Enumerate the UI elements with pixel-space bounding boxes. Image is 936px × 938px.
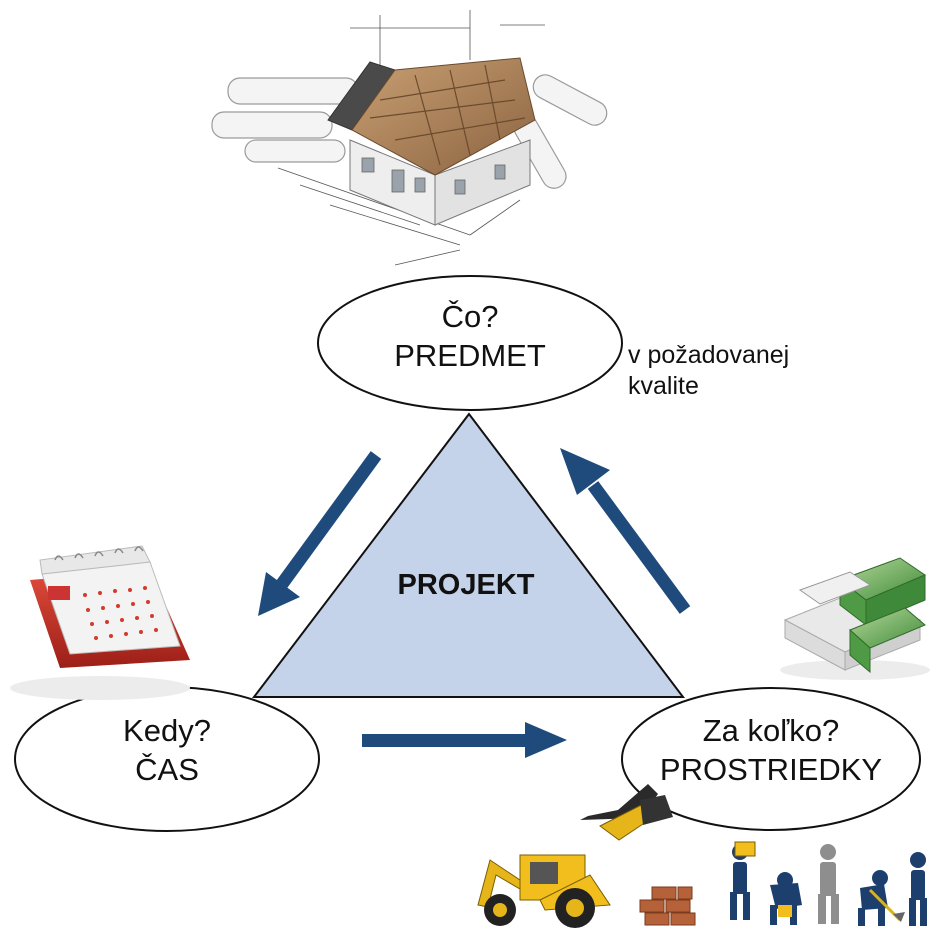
arrow-top-to-left [258, 451, 382, 616]
node-cas-question: Kedy? [123, 713, 211, 748]
node-predmet-ellipse [317, 275, 623, 411]
center-label: PROJEKT [398, 569, 535, 601]
node-cas-label: Kedy? ČAS [15, 712, 319, 790]
node-prostriedky-question: Za koľko? [702, 713, 840, 748]
quality-annotation-line1: v požadovanej [628, 341, 790, 369]
arrow-left-to-right [362, 722, 567, 758]
calendar-icon [10, 545, 190, 700]
node-prostriedky-ellipse [621, 687, 921, 831]
node-predmet-question: Čo? [441, 299, 499, 334]
node-predmet-label: Čo? PREDMET [318, 298, 622, 376]
workers-icon [730, 841, 927, 926]
project-triangle [251, 412, 686, 698]
money-stack-icon [780, 557, 930, 680]
quality-annotation: v požadovanej kvalite [628, 340, 789, 403]
node-prostriedky-label: Za koľko? PROSTRIEDKY [622, 712, 920, 790]
quality-annotation-line2: kvalite [628, 372, 699, 401]
node-cas-name: ČAS [135, 751, 199, 787]
bricks-icon [639, 886, 696, 926]
excavator-icon [477, 784, 673, 928]
house-construction-icon [211, 10, 608, 266]
node-prostriedky-name: PROSTRIEDKY [659, 751, 883, 787]
arrow-right-to-top [560, 448, 691, 614]
node-predmet-name: PREDMET [394, 337, 546, 373]
